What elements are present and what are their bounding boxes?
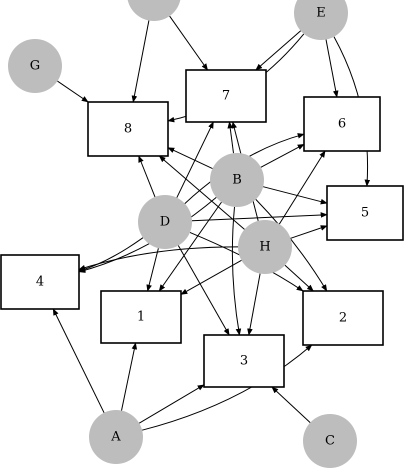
edge-h-to-3 bbox=[247, 273, 261, 336]
node-e: E bbox=[294, 0, 348, 40]
edge-a-to-3 bbox=[138, 384, 205, 424]
edge-d-to-8 bbox=[138, 155, 156, 198]
edge-a-to-1 bbox=[121, 342, 138, 411]
edge-b-to-8 bbox=[167, 147, 213, 170]
edge-b-to-1 bbox=[158, 201, 222, 292]
edge-b-to-5 bbox=[262, 186, 328, 205]
node-circle bbox=[8, 39, 62, 93]
node-label: B bbox=[232, 173, 242, 188]
edge-b-to-4 bbox=[78, 197, 217, 273]
edge-d-to-7 bbox=[176, 121, 214, 198]
node-7: 7 bbox=[185, 69, 267, 123]
node-2: 2 bbox=[302, 290, 384, 346]
edge-b-to-6 bbox=[260, 143, 305, 168]
node-6: 6 bbox=[303, 96, 381, 152]
node-label: C bbox=[325, 434, 335, 449]
node-top bbox=[127, 0, 181, 21]
edge-h-to-5 bbox=[290, 225, 328, 239]
node-label: 2 bbox=[339, 311, 347, 326]
node-d: D bbox=[138, 195, 192, 249]
edge-d-to-5 bbox=[191, 212, 328, 222]
node-label: H bbox=[259, 240, 270, 255]
node-label: 4 bbox=[36, 275, 44, 290]
node-label: 3 bbox=[240, 354, 248, 369]
node-label: E bbox=[316, 6, 326, 21]
node-g: G bbox=[8, 39, 62, 93]
node-c: C bbox=[303, 414, 357, 468]
edge-a-to-2 bbox=[141, 344, 313, 431]
node-b: B bbox=[210, 153, 264, 207]
edge-h-to-2 bbox=[284, 264, 314, 292]
node-4: 4 bbox=[0, 254, 80, 310]
edge-h-to-1 bbox=[180, 259, 242, 295]
node-box bbox=[0, 254, 80, 310]
node-1: 1 bbox=[100, 290, 182, 344]
edge-d-to-1 bbox=[146, 248, 159, 292]
node-box bbox=[87, 101, 169, 157]
edge-b-to-7 bbox=[227, 121, 234, 154]
edge-h-to-6 bbox=[278, 150, 326, 225]
edge-top-to-7 bbox=[169, 15, 209, 71]
node-box bbox=[302, 290, 384, 346]
node-label: 8 bbox=[124, 122, 132, 137]
node-5: 5 bbox=[326, 185, 404, 241]
node-h: H bbox=[238, 220, 292, 274]
node-box bbox=[100, 290, 182, 344]
node-a: A bbox=[89, 410, 143, 464]
node-circle bbox=[210, 153, 264, 207]
edge-g-to-8 bbox=[57, 80, 89, 103]
node-label: 7 bbox=[222, 89, 230, 104]
node-circle bbox=[294, 0, 348, 40]
node-8: 8 bbox=[87, 101, 169, 157]
edge-top-to-8 bbox=[131, 20, 150, 103]
edge-h-to-4 bbox=[78, 246, 239, 271]
node-label: G bbox=[30, 59, 40, 74]
node-label: D bbox=[160, 215, 170, 230]
node-circle bbox=[303, 414, 357, 468]
edge-d-to-3 bbox=[177, 245, 230, 336]
node-box bbox=[326, 185, 404, 241]
node-box bbox=[203, 334, 285, 388]
edge-e-to-6 bbox=[325, 39, 339, 98]
edge-a-to-4 bbox=[52, 308, 105, 414]
node-box bbox=[185, 69, 267, 123]
edge-b-to-3 bbox=[231, 206, 242, 336]
node-box bbox=[303, 96, 381, 152]
node-circle bbox=[127, 0, 181, 21]
edge-c-to-3 bbox=[271, 386, 311, 423]
edge-e-to-7 bbox=[255, 30, 302, 71]
edge-h-to-8 bbox=[158, 155, 245, 230]
node-label: 5 bbox=[361, 206, 369, 221]
node-3: 3 bbox=[203, 334, 285, 388]
edge-d-to-4 bbox=[78, 237, 144, 272]
node-label: A bbox=[110, 430, 121, 445]
node-label: 1 bbox=[137, 310, 145, 325]
node-circle bbox=[89, 410, 143, 464]
node-circle bbox=[238, 220, 292, 274]
node-label: 6 bbox=[338, 117, 346, 132]
node-circle bbox=[138, 195, 192, 249]
edge-b-to-2 bbox=[255, 199, 328, 292]
